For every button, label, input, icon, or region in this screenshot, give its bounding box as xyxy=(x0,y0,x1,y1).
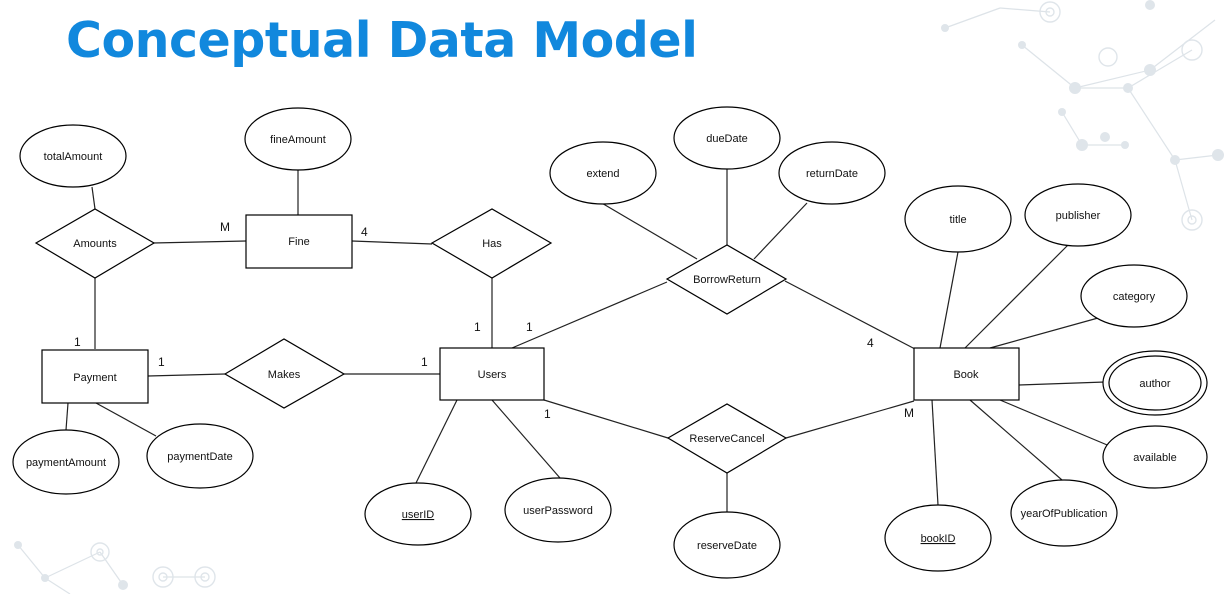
attribute-bookid: bookID xyxy=(884,504,992,572)
relationship-borrowreturn: BorrowReturn xyxy=(665,244,788,315)
entity-book: Book xyxy=(913,347,1020,401)
attribute-publisher: publisher xyxy=(1024,183,1132,247)
attribute-available: available xyxy=(1102,425,1208,489)
cardinality-reserve-book: M xyxy=(904,406,914,420)
relationship-has: Has xyxy=(430,208,553,279)
attribute-fineamount-label: fineAmount xyxy=(270,134,326,146)
edge-book-yearofpublication xyxy=(969,399,1063,481)
attribute-duedate: dueDate xyxy=(673,106,781,170)
entity-fine-label: Fine xyxy=(288,236,309,248)
entity-payment: Payment xyxy=(41,349,149,404)
entity-users-label: Users xyxy=(478,369,507,381)
edge-borrowreturn-book xyxy=(784,280,916,350)
relationship-borrowreturn-label: BorrowReturn xyxy=(693,274,761,286)
cardinality-users-reserve: 1 xyxy=(544,407,551,421)
attribute-available-label: available xyxy=(1133,452,1176,464)
edge-payment-paymentamount xyxy=(65,402,69,431)
edge-users-userpassword xyxy=(491,399,561,479)
relationship-reservecancel-label: ReserveCancel xyxy=(689,433,764,445)
attribute-userid: userID xyxy=(364,482,472,546)
edge-borrowreturn-extend xyxy=(599,201,698,260)
attribute-title-label: title xyxy=(949,214,966,226)
attribute-reservedate: reserveDate xyxy=(673,511,781,579)
edge-users-reservecancel xyxy=(543,399,669,439)
page-title: Conceptual Data Model xyxy=(66,12,698,69)
attribute-extend: extend xyxy=(549,141,657,205)
cardinality-has-users: 1 xyxy=(474,320,481,334)
attribute-reservedate-label: reserveDate xyxy=(697,540,757,552)
connectors xyxy=(65,169,1113,512)
cardinality-fine-has: 4 xyxy=(361,225,368,239)
attribute-yearofpublication: yearOfPublication xyxy=(1010,479,1118,547)
cardinality-labels: M 1 4 1 1 1 1 4 1 M xyxy=(74,220,914,421)
edge-book-category xyxy=(989,317,1099,349)
attribute-bookid-label: bookID xyxy=(921,533,956,545)
entity-fine: Fine xyxy=(245,214,353,269)
attribute-category-label: category xyxy=(1113,291,1156,303)
attribute-returndate: returnDate xyxy=(778,141,886,205)
attribute-userpassword: userPassword xyxy=(504,477,612,543)
edge-payment-makes xyxy=(147,373,226,377)
attribute-userpassword-label: userPassword xyxy=(523,505,593,517)
attribute-publisher-label: publisher xyxy=(1056,210,1101,222)
edge-book-available xyxy=(999,399,1113,448)
entity-users: Users xyxy=(439,347,545,401)
edge-fine-amounts xyxy=(152,240,247,244)
cardinality-makes-users: 1 xyxy=(421,355,428,369)
attribute-paymentdate-label: paymentDate xyxy=(167,451,232,463)
relationship-makes-label: Makes xyxy=(268,369,301,381)
edge-users-userid xyxy=(414,399,458,486)
attribute-paymentdate: paymentDate xyxy=(146,423,254,489)
edge-book-bookid xyxy=(931,399,939,506)
attribute-category: category xyxy=(1080,264,1188,328)
attribute-fineamount: fineAmount xyxy=(244,107,352,171)
edge-amounts-totalamount xyxy=(91,186,96,210)
attribute-userid-label: userID xyxy=(402,509,434,521)
attribute-totalamount: totalAmount xyxy=(19,124,127,188)
attribute-author-label: author xyxy=(1139,378,1171,390)
attribute-totalamount-label: totalAmount xyxy=(44,151,103,163)
edge-book-publisher xyxy=(964,244,1069,349)
attribute-paymentamount: paymentAmount xyxy=(12,429,120,495)
attribute-paymentamount-label: paymentAmount xyxy=(26,457,106,469)
edge-book-title xyxy=(939,251,959,349)
relationship-reservecancel: ReserveCancel xyxy=(666,403,788,474)
attribute-returndate-label: returnDate xyxy=(806,168,858,180)
edge-users-borrowreturn xyxy=(511,281,668,349)
relationship-has-label: Has xyxy=(482,238,502,250)
attribute-author: author xyxy=(1102,350,1208,416)
cardinality-amounts-fine: M xyxy=(220,220,230,234)
attribute-title: title xyxy=(904,185,1012,253)
attribute-extend-label: extend xyxy=(586,168,619,180)
attribute-duedate-label: dueDate xyxy=(706,133,748,145)
edge-borrowreturn-returndate xyxy=(753,202,808,260)
edge-book-author xyxy=(1018,381,1106,386)
cardinality-amounts-payment: 1 xyxy=(74,335,81,349)
edge-fine-has xyxy=(351,240,433,245)
background-network-decoration xyxy=(14,0,1224,594)
cardinality-users-borrow: 1 xyxy=(526,320,533,334)
entity-payment-label: Payment xyxy=(73,372,116,384)
relationship-amounts-label: Amounts xyxy=(73,238,117,250)
relationship-amounts: Amounts xyxy=(34,208,156,279)
cardinality-payment-makes: 1 xyxy=(158,355,165,369)
attribute-yearofpublication-label: yearOfPublication xyxy=(1021,508,1108,520)
edge-payment-paymentdate xyxy=(95,402,157,437)
entity-book-label: Book xyxy=(953,369,979,381)
relationship-makes: Makes xyxy=(223,338,346,409)
edge-reservecancel-book xyxy=(785,400,915,439)
cardinality-borrow-book: 4 xyxy=(867,336,874,350)
